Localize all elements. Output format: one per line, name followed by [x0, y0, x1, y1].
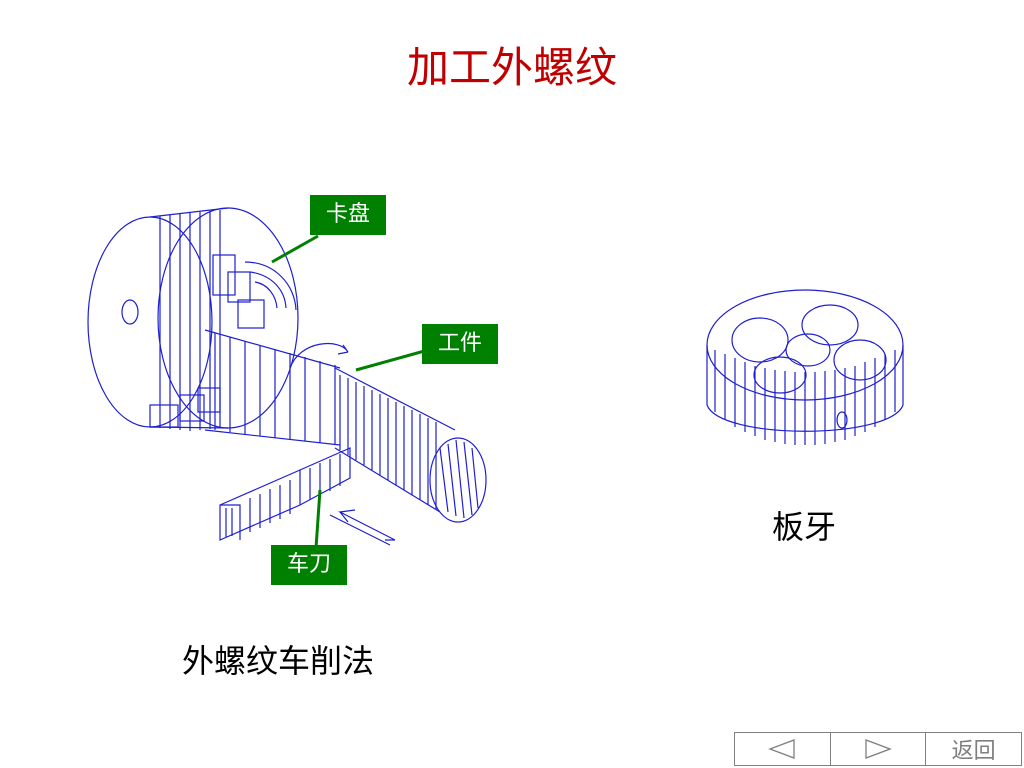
lathe-caption: 外螺纹车削法 — [182, 642, 375, 680]
slide-navigation: 返回 — [734, 732, 1022, 766]
tool-label: 车刀 — [271, 545, 347, 585]
tool-drawing — [219, 447, 396, 546]
chuck-label: 卡盘 — [310, 195, 386, 235]
die-drawing — [706, 289, 904, 445]
workpiece-drawing — [204, 329, 487, 523]
die-caption: 板牙 — [772, 508, 837, 546]
page-title: 加工外螺纹 — [406, 43, 617, 92]
chuck-drawing — [87, 207, 299, 431]
workpiece-leader-line — [355, 348, 429, 372]
workpiece-label: 工件 — [422, 324, 498, 364]
triangle-left-icon — [768, 739, 795, 759]
back-button[interactable]: 返回 — [951, 739, 996, 764]
chuck-leader-line — [271, 234, 319, 264]
prev-button[interactable] — [735, 733, 831, 765]
next-button[interactable] — [831, 733, 927, 765]
tool-leader-line — [314, 489, 322, 549]
triangle-right-icon — [865, 739, 892, 759]
